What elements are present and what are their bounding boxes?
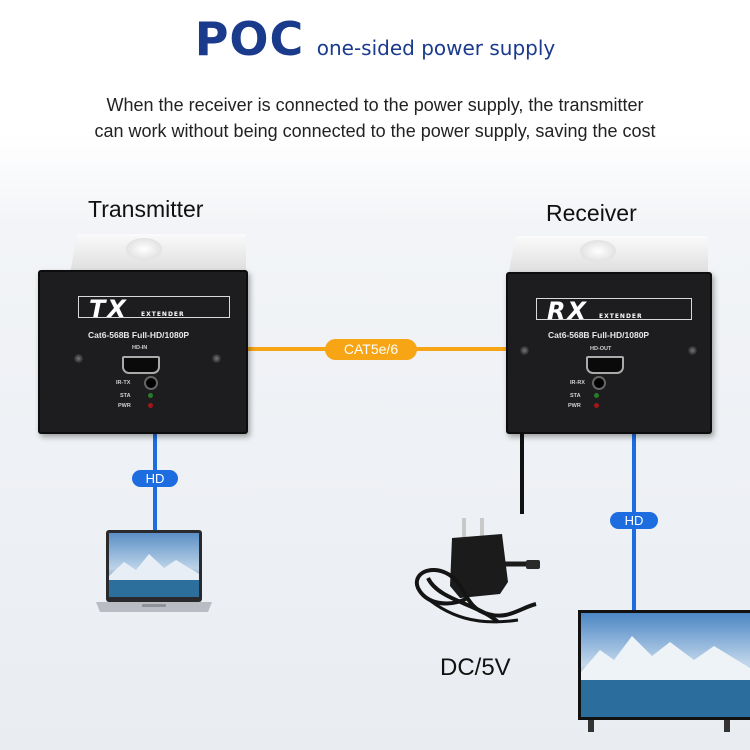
tx-spec: Cat6-568B Full-HD/1080P: [88, 330, 190, 340]
mount-knob: [126, 238, 162, 260]
pwr-led-icon: [594, 403, 599, 408]
tx-sta-label: STA: [120, 393, 131, 399]
transmitter-body: TX EXTENDER Cat6-568B Full-HD/1080P HD-I…: [38, 270, 248, 434]
rx-ir-label: IR-RX: [570, 380, 585, 386]
rx-badge-text: RX: [547, 297, 588, 325]
pwr-led-icon: [148, 403, 153, 408]
power-adapter-icon: [414, 518, 540, 624]
laptop-icon: [96, 530, 212, 612]
rx-badge: RX EXTENDER: [536, 297, 692, 325]
tx-pwr-label: PWR: [118, 403, 131, 409]
hdmi-port-icon: [122, 356, 160, 374]
mount-knob: [580, 240, 616, 262]
hdmi-port-icon: [586, 356, 624, 374]
cat-cable-label: CAT5e/6: [325, 339, 417, 360]
tv-icon: [578, 610, 750, 732]
description-line-1: When the receiver is connected to the po…: [106, 95, 644, 115]
rx-spec: Cat6-568B Full-HD/1080P: [548, 330, 650, 340]
tx-port-label: HD-IN: [132, 345, 148, 351]
description-line-2: can work without being connected to the …: [94, 121, 656, 141]
tx-badge-text: TX: [89, 295, 128, 323]
header: POC one-sided power supply: [0, 12, 750, 66]
receiver-label: Receiver: [546, 200, 637, 226]
screw-icon: [520, 346, 529, 355]
tx-badge-sub: EXTENDER: [141, 311, 185, 318]
ir-jack-icon: [592, 376, 606, 390]
receiver-body: RX EXTENDER Cat6-568B Full-HD/1080P HD-O…: [506, 272, 712, 434]
hd-label-left: HD: [132, 470, 178, 487]
power-line: [520, 430, 524, 514]
tx-ir-label: IR-TX: [116, 380, 131, 386]
page-subtitle: one-sided power supply: [316, 36, 556, 60]
tx-badge: TX EXTENDER: [78, 295, 230, 323]
description: When the receiver is connected to the po…: [0, 92, 750, 144]
ir-jack-icon: [144, 376, 158, 390]
screw-icon: [212, 354, 221, 363]
rx-port-label: HD-OUT: [590, 346, 612, 352]
screw-icon: [688, 346, 697, 355]
sta-led-icon: [594, 393, 599, 398]
rx-sta-label: STA: [570, 393, 581, 399]
sta-led-icon: [148, 393, 153, 398]
rx-badge-sub: EXTENDER: [599, 313, 643, 320]
page-title: POC: [194, 12, 305, 66]
power-label: DC/5V: [440, 654, 511, 681]
rx-pwr-label: PWR: [568, 403, 581, 409]
hd-label-right: HD: [610, 512, 658, 529]
transmitter-label: Transmitter: [88, 196, 204, 222]
screw-icon: [74, 354, 83, 363]
